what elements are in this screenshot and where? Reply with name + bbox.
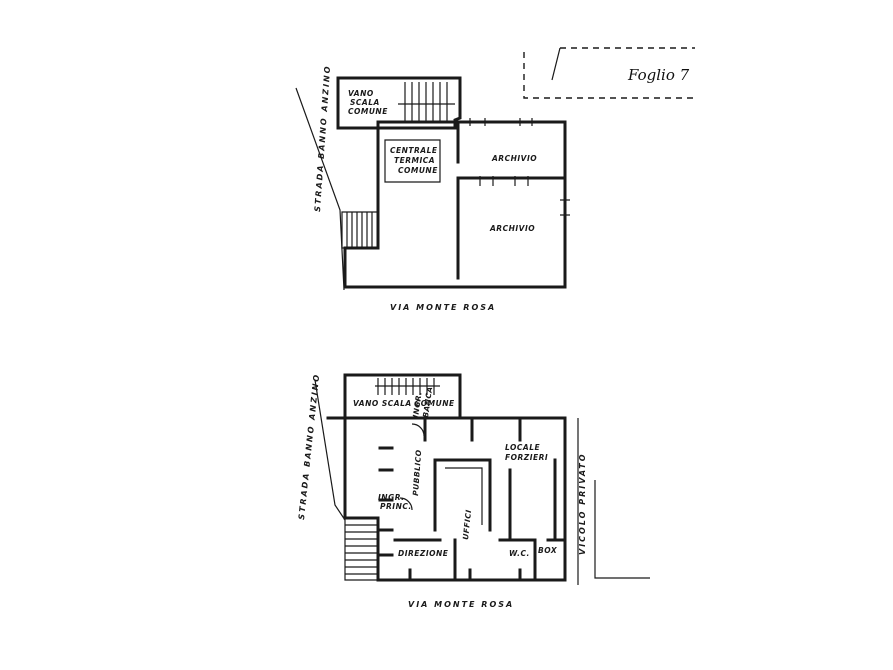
lower-sec-entrance-label-1: INGR. bbox=[378, 493, 405, 502]
upper-street-boundary bbox=[295, 87, 345, 291]
lower-direction-label: DIREZIONE bbox=[398, 549, 449, 558]
upper-archive-top-label: ARCHIVIO bbox=[491, 154, 537, 163]
lower-side-street-label: STRADA BANNO ANZINO bbox=[297, 372, 321, 520]
upper-stair-label-2: SCALA bbox=[350, 98, 380, 107]
lower-front-street-label: VIA MONTE ROSA bbox=[408, 600, 514, 609]
upper-stair-label-3: COMUNE bbox=[348, 107, 388, 116]
sheet-frame bbox=[523, 47, 695, 99]
lower-pilasters bbox=[378, 416, 522, 582]
lower-stair-walls bbox=[343, 373, 462, 420]
upper-side-street-label: STRADA BANNO ANZINO bbox=[313, 64, 332, 212]
lower-sec-entrance-label-2: PRINC. bbox=[380, 502, 412, 511]
upper-boiler-label-2: TERMICA bbox=[394, 156, 435, 165]
lower-vault-walls bbox=[508, 458, 557, 542]
lower-vault-label-1: LOCALE bbox=[505, 443, 540, 452]
upper-external-stair bbox=[341, 211, 379, 249]
lower-counter bbox=[433, 458, 492, 532]
lower-wc-label: W.C. bbox=[509, 549, 530, 558]
lower-offices-label: UFFICI bbox=[461, 509, 473, 540]
upper-stair-walls bbox=[336, 76, 462, 130]
lower-stair-label: VANO SCALA COMUNE bbox=[353, 399, 455, 408]
upper-front-street-label: VIA MONTE ROSA bbox=[390, 303, 496, 312]
upper-plan bbox=[295, 76, 570, 291]
lower-alley-boundary bbox=[594, 480, 650, 579]
lower-public-label: PUBBLICO bbox=[411, 449, 423, 496]
upper-boiler-label-3: COMUNE bbox=[398, 166, 438, 175]
upper-boiler-label-1: CENTRALE bbox=[390, 146, 438, 155]
upper-boiler-room bbox=[384, 139, 441, 183]
upper-stair-label-1: VANO bbox=[348, 89, 374, 98]
lower-external-stair bbox=[344, 517, 379, 581]
upper-archive-main-label: ARCHIVIO bbox=[489, 224, 535, 233]
lower-doors bbox=[399, 423, 425, 511]
lower-stair-treads bbox=[375, 378, 440, 395]
lower-entrance-label-1: INGR. bbox=[411, 391, 424, 418]
lower-vault-label-2: FORZIERI bbox=[505, 453, 548, 462]
upper-stair-treads bbox=[398, 82, 455, 122]
sheet-label: Foglio 7 bbox=[627, 66, 690, 84]
lower-entrance-label-2: BANCA bbox=[421, 386, 434, 419]
lower-plan bbox=[314, 373, 650, 585]
lower-street-boundary bbox=[314, 379, 346, 521]
lower-box-label: BOX bbox=[538, 546, 558, 555]
lower-alley-label: VICOLO PRIVATO bbox=[578, 452, 587, 555]
upper-windows bbox=[469, 118, 570, 216]
